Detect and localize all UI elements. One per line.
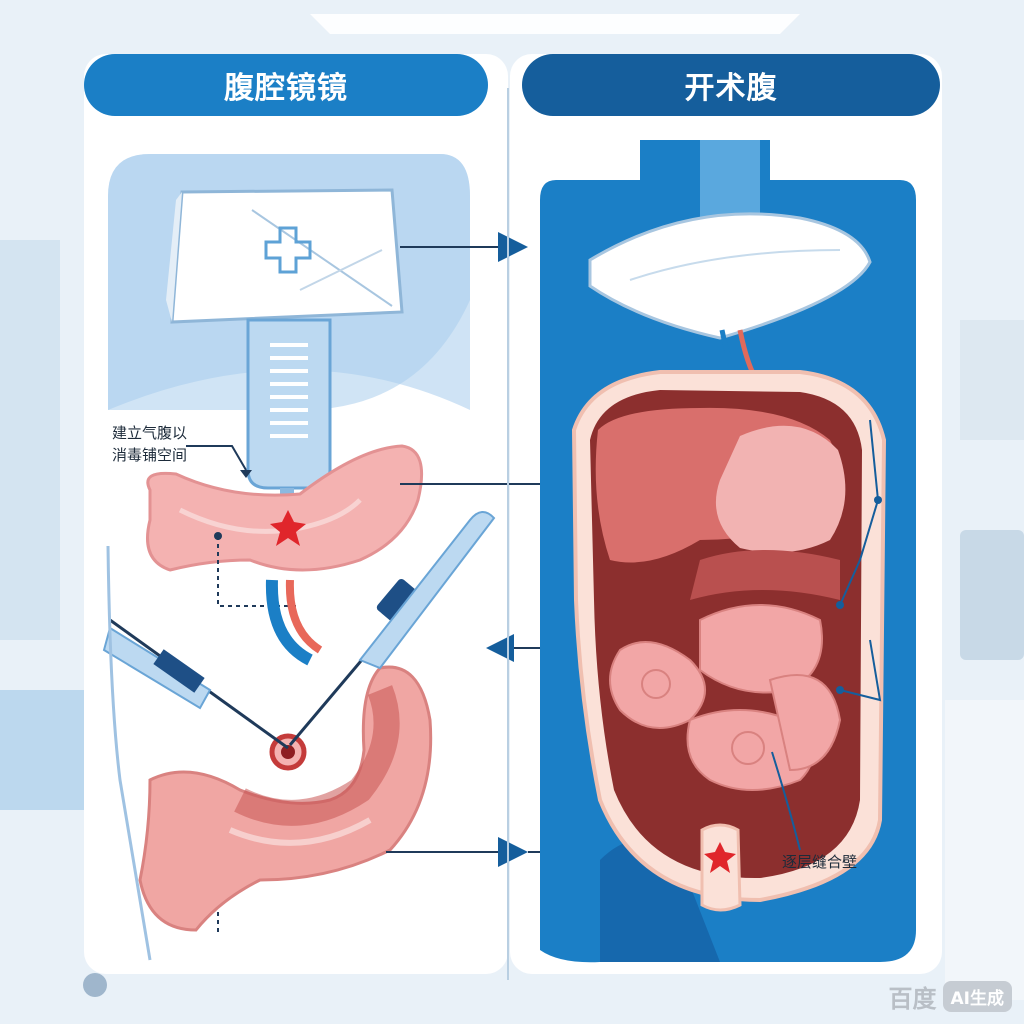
window-left [0,240,60,640]
wall-panel [960,320,1024,440]
arrow-right-icon [498,232,528,262]
watermark: 百度 AI生成 [889,979,1012,1014]
abdominal-cavity [571,370,887,903]
stomach-organ-right [715,425,846,553]
insufflation-label-line-1: 建立气腹以 [112,424,188,442]
suture-label: 逐层缝合壁 [782,853,858,871]
monitor [960,530,1024,660]
insufflation-label: 建立气腹以 消毒铺空间 [112,422,232,466]
grasper-instrument [102,618,289,750]
cabinet [945,700,1024,1000]
open-surgery-header: 开术腹 [522,54,940,116]
laparoscopy-title: 腹腔镜镜 [224,71,348,106]
watermark-brand: 百度 [888,985,937,1013]
stomach-organ [138,665,433,932]
watermark-badge: AI生成 [942,981,1012,1012]
arrow-left-icon [486,634,514,662]
surgical-drape [588,212,872,340]
incision-star-icon-right [704,842,736,873]
laparoscopy-header: 腹腔镜镜 [84,54,488,116]
arrow-right-icon-lower [498,837,528,867]
gauze-pad-icon [166,188,404,324]
open-surgery-title: 开术腹 [684,71,778,106]
medical-cross-icon [264,226,312,274]
intestines-organ [609,604,842,791]
laparoscope-instrument [288,511,496,746]
incision-star-icon [270,510,306,546]
insufflation-label-line-2: 消毒铺空间 [112,446,188,464]
